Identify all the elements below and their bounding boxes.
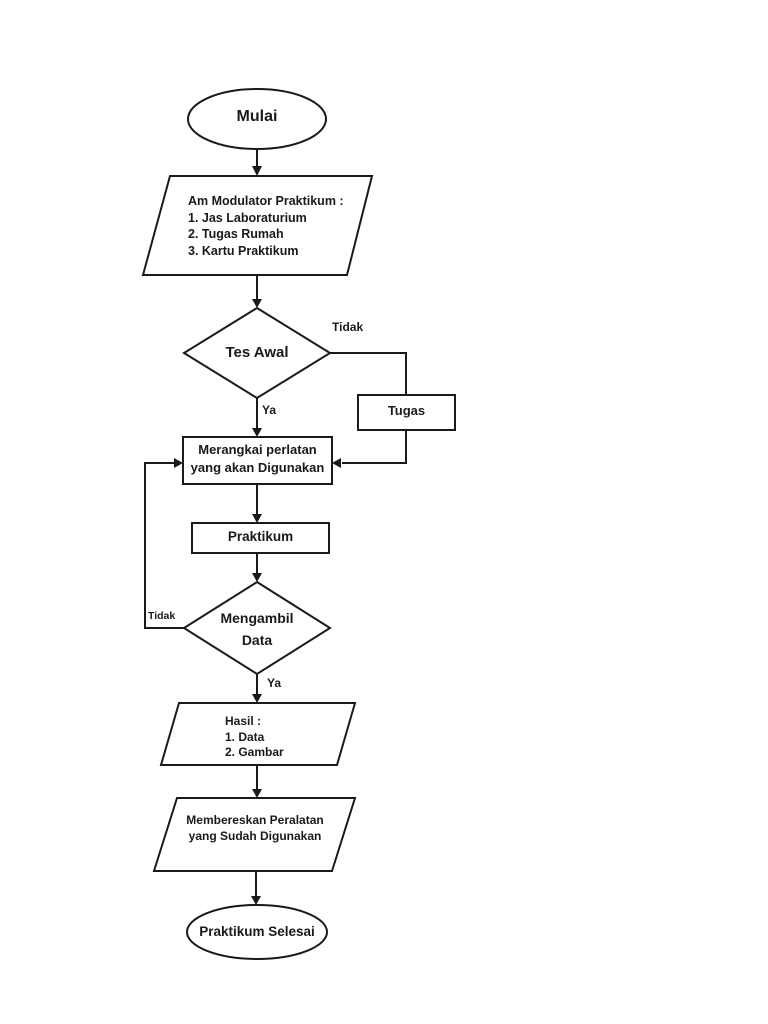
hasil-text: Hasil : 1. Data 2. Gambar [225, 714, 284, 761]
membereskan-parallelogram [152, 797, 357, 872]
tes-awal-diamond [182, 306, 332, 400]
arrowhead-down-icon [252, 514, 262, 523]
membereskan-line: Membereskan Peralatan [186, 813, 324, 827]
preparation-item: 3. Kartu Praktikum [188, 243, 299, 258]
mengambil-no-label: Tidak [148, 610, 176, 622]
preparation-item: 2. Tugas Rumah [188, 227, 284, 241]
arrowhead-right-icon [174, 458, 183, 468]
arrowhead-down-icon [252, 573, 262, 582]
arrowhead-down-icon [252, 694, 262, 703]
mengambil-data-diamond [182, 580, 332, 676]
tes-awal-yes-label: Ya [262, 403, 277, 417]
arrowhead-down-icon [251, 896, 261, 905]
edge-mengambil-no-loop [144, 462, 184, 629]
mengambil-yes-label: Ya [267, 676, 282, 690]
preparation-title: Am Modulator Praktikum : [188, 194, 344, 208]
hasil-item: 2. Gambar [225, 745, 284, 759]
mengambil-line: Mengambil [220, 610, 294, 626]
preparation-parallelogram [141, 175, 374, 276]
start-label: Mulai [236, 108, 278, 125]
preparation-item: 1. Jas Laboraturium [188, 210, 307, 225]
membereskan-line: yang Sudah Digunakan [188, 828, 322, 843]
merangkai-line: yang akan Digunakan [190, 460, 325, 475]
tes-awal-label: Tes Awal [225, 344, 289, 361]
tugas-label: Tugas [387, 403, 426, 418]
arrowhead-down-icon [252, 428, 262, 437]
start-ellipse [187, 88, 327, 150]
edge-tesawal-no-to-tugas [330, 352, 407, 395]
merangkai-text: Merangkai perlatan yang akan Digunakan [183, 441, 332, 477]
mengambil-line: Data [241, 632, 273, 648]
tes-awal-no-label: Tidak [332, 320, 364, 334]
praktikum-label: Praktikum [227, 529, 294, 544]
hasil-title: Hasil : [225, 714, 262, 728]
arrowhead-down-icon [252, 166, 262, 176]
merangkai-rect [182, 436, 333, 485]
edge-tugas-to-merangkai [342, 430, 407, 464]
hasil-parallelogram [159, 702, 357, 766]
tugas-rect [357, 394, 456, 431]
preparation-text: Am Modulator Praktikum : 1. Jas Laboratu… [188, 193, 344, 259]
arrowhead-down-icon [252, 789, 262, 798]
merangkai-line: Merangkai perlatan [198, 442, 317, 457]
mengambil-data-text: Mengambil Data [184, 607, 330, 651]
membereskan-text: Membereskan Peralatan yang Sudah Digunak… [154, 813, 356, 844]
arrowhead-down-icon [252, 299, 262, 308]
arrowhead-left-icon [332, 458, 341, 468]
hasil-item: 1. Data [225, 729, 265, 744]
end-ellipse [186, 904, 328, 960]
end-label: Praktikum Selesai [199, 924, 315, 939]
praktikum-rect [191, 522, 330, 554]
